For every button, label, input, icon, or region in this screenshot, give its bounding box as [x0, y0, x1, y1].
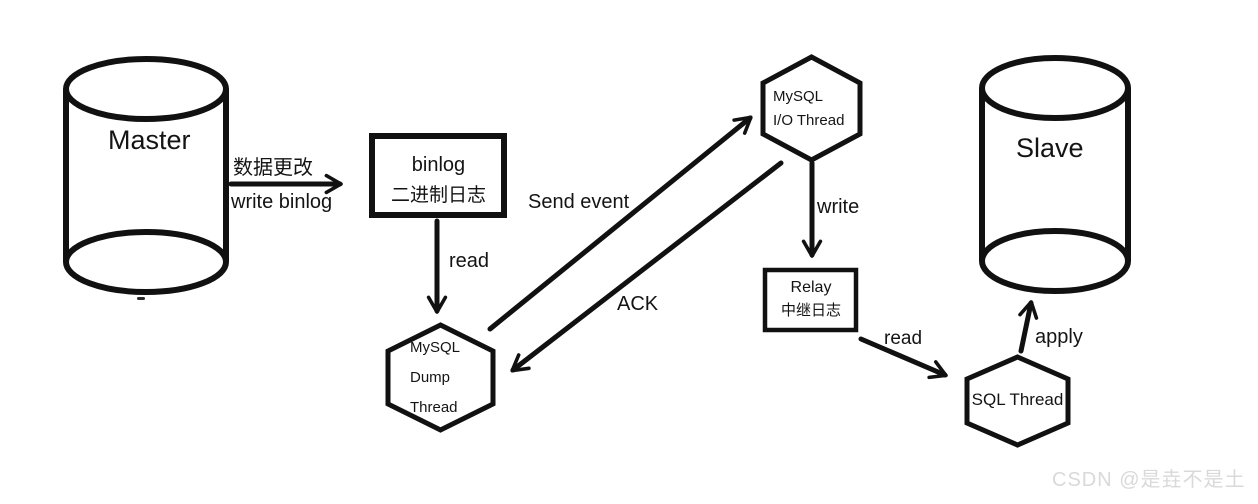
io-thread-label-line2: I/O Thread [773, 112, 845, 129]
edge-label-data-change: 数据更改 [233, 157, 313, 179]
edge-label-write: write [817, 196, 860, 218]
slave-label: Slave [1016, 133, 1084, 163]
relay-log-box [762, 267, 859, 333]
csdn-watermark: CSDN @是垚不是土 [1052, 469, 1246, 491]
dump-thread-hexagon [385, 322, 496, 433]
relay-label-line1: Relay [790, 279, 832, 296]
dump-thread-label: MySQL Dump Thread [410, 333, 460, 423]
arrow-sql-thread-to-slave [1018, 300, 1039, 354]
dump-thread-label-line1: MySQL [410, 339, 461, 356]
master-cylinder [63, 56, 229, 295]
relay-label-line2: 中继日志 [780, 302, 841, 319]
io-thread-label: MySQL I/O Thread [773, 85, 844, 133]
edge-label-ack: ACK [617, 293, 659, 315]
edge-label-send-event: Send event [528, 191, 630, 213]
binlog-box [369, 133, 507, 218]
dump-thread-label-line2: Dump [410, 369, 451, 386]
dump-thread-label-line3: Thread [410, 399, 458, 416]
binlog-label-line2: 二进制日志 [390, 185, 486, 206]
edge-label-apply: apply [1035, 326, 1083, 348]
edge-label-write-binlog: write binlog [231, 191, 333, 213]
stray-mark [137, 297, 145, 300]
arrow-ack [510, 160, 784, 373]
arrow-send-event [487, 115, 753, 332]
io-thread-hexagon [760, 54, 863, 163]
binlog-label-line1: binlog [411, 154, 466, 176]
io-thread-label-line1: MySQL [773, 88, 824, 105]
edge-label-read-relay: read [884, 328, 923, 349]
master-label: Master [108, 125, 191, 155]
sql-thread-label: SQL Thread [971, 390, 1064, 409]
slave-cylinder [979, 55, 1131, 294]
sql-thread-hexagon [964, 354, 1071, 448]
arrow-relay-to-sql-thread [858, 336, 948, 380]
edge-label-read-binlog: read [449, 250, 490, 272]
